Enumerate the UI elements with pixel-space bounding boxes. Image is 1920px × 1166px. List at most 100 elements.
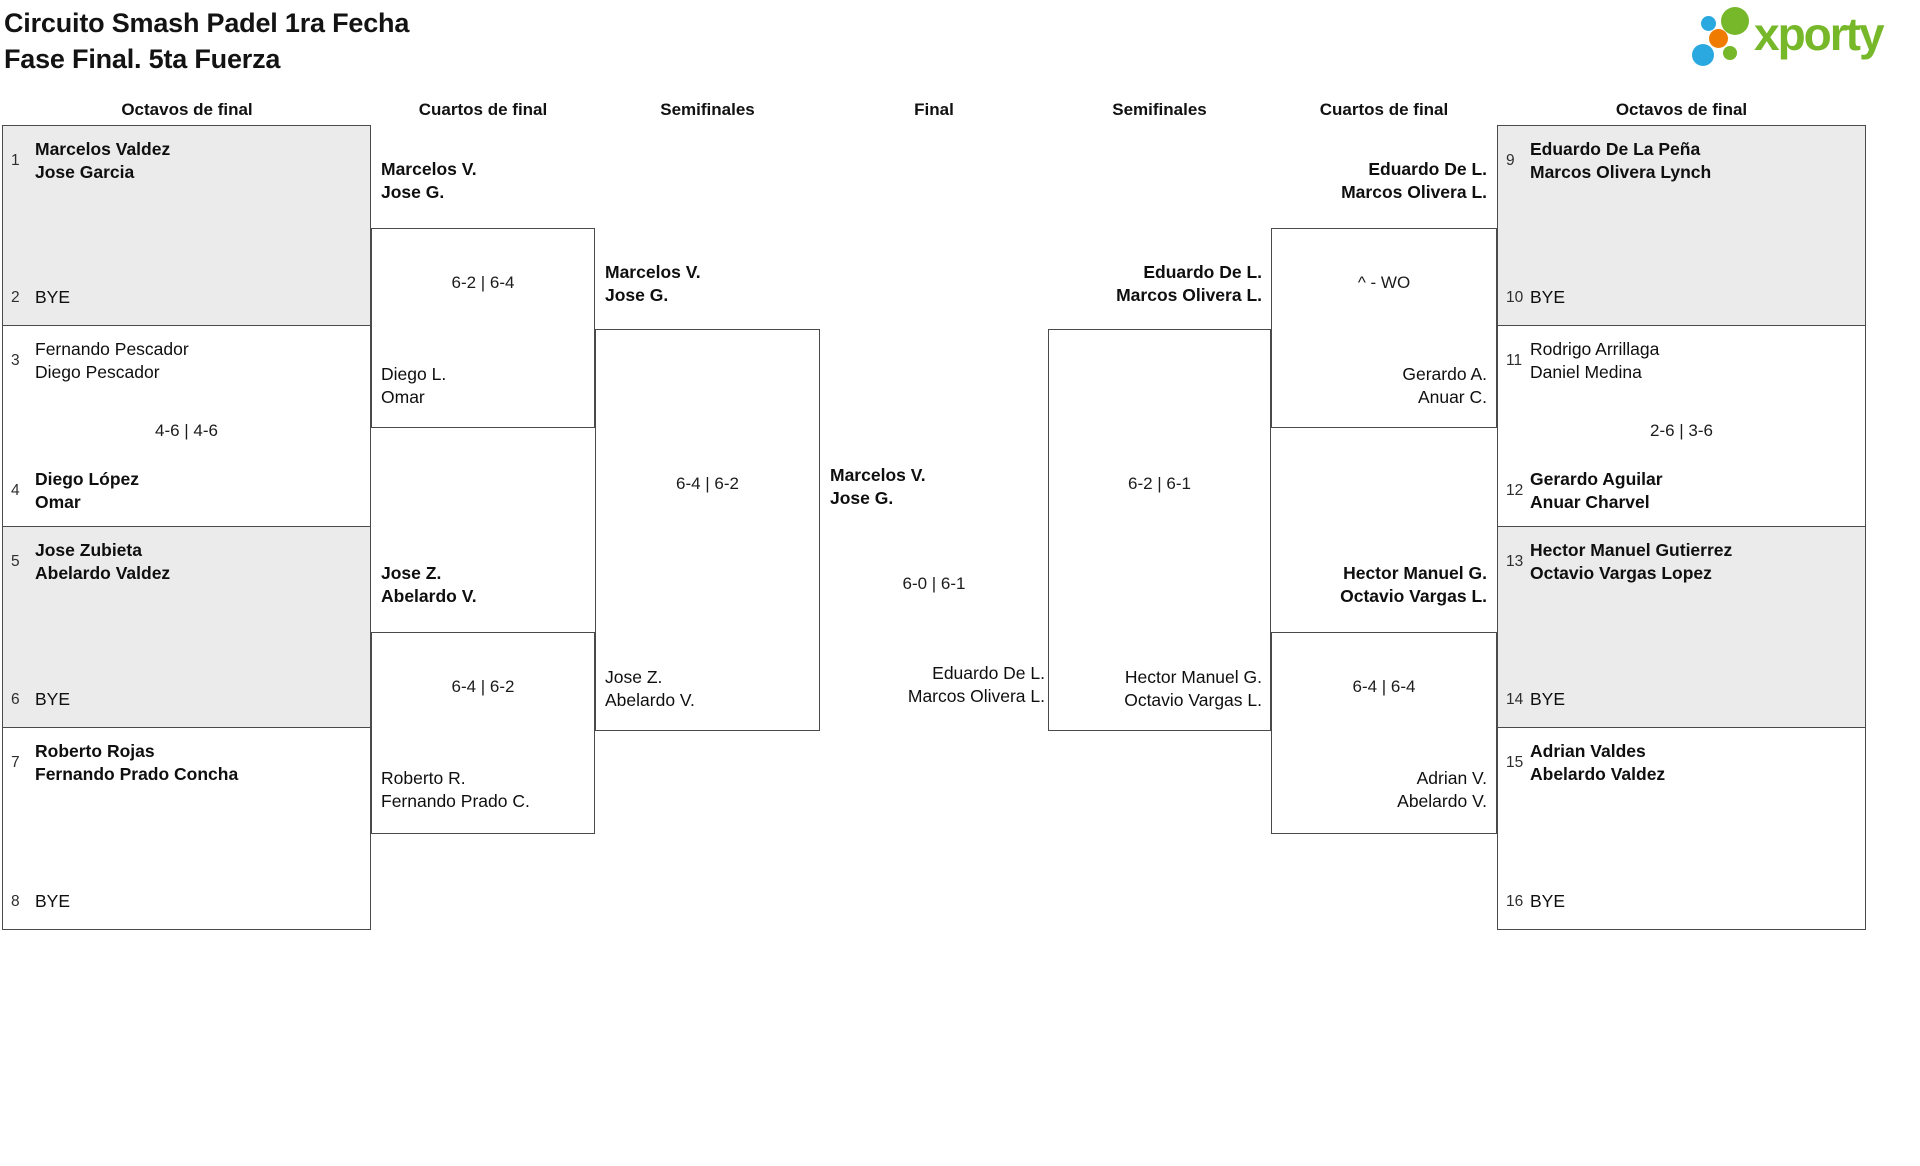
page-title: Circuito Smash Padel 1ra Fecha Fase Fina… [4,5,409,77]
team-entry: Marcelos V. Jose G. [830,464,926,510]
team-player: Anuar C. [1417,387,1487,407]
team-player: Marcelos Valdez [35,139,171,159]
round-header-cuartos-right: Cuartos de final [1319,100,1449,119]
match-box-octavos-1: 1 Marcelos Valdez Jose Garcia 2 BYE [2,125,371,326]
round-header-octavos-left: Octavos de final [121,100,253,119]
team-player: Eduardo De L. [1368,159,1487,179]
round-header-final: Final [914,100,954,119]
team-entry: Hector Manuel G. Octavio Vargas L. [1038,666,1262,712]
team-entry: Marcelos V. Jose G. [605,261,701,307]
team-player: Octavio Vargas L. [1340,586,1487,606]
team-player: Marcos Olivera L. [907,686,1045,706]
team-player: Marcos Olivera L. [1341,182,1487,202]
seed-number: 2 [11,288,20,306]
team-entry: 6 BYE [11,688,70,711]
match-score: 4-6 | 4-6 [154,421,218,440]
bye-label: BYE [35,891,71,911]
team-entry: 13 Hector Manuel Gutierrez Octavio Varga… [1506,539,1732,585]
team-player: Hector Manuel Gutierrez [1530,540,1733,560]
team-player: Jose Z. [605,667,663,687]
bye-label: BYE [35,689,71,709]
team-player: Daniel Medina [1530,362,1642,382]
team-entry: Eduardo De L. Marcos Olivera L. [1038,261,1262,307]
seed-number: 11 [1506,352,1523,369]
team-entry: Roberto R. Fernando Prado C. [381,767,530,813]
team-player: Roberto Rojas [35,741,155,761]
team-entry: Gerardo A. Anuar C. [1263,363,1487,409]
team-player: Jose G. [830,488,894,508]
team-player: Omar [35,492,81,512]
team-player: Abelardo V. [381,586,477,606]
seed-number: 1 [11,152,20,169]
seed-number: 14 [1506,690,1524,708]
team-entry: 4 Diego López Omar [11,468,139,514]
match-box-octavos-13: 13 Hector Manuel Gutierrez Octavio Varga… [1497,526,1866,728]
team-player: Marcelos V. [381,159,477,179]
team-entry: Adrian V. Abelardo V. [1263,767,1487,813]
bye-label: BYE [1530,287,1566,307]
match-box-octavos-15: 15 Adrian Valdes Abelardo Valdez 16 BYE [1497,727,1866,930]
team-entry: 2 BYE [11,286,70,309]
match-score: 6-2 | 6-4 [451,273,515,292]
team-player: Eduardo De L. [932,663,1045,683]
match-score: 6-4 | 6-2 [675,474,739,493]
seed-number: 5 [11,553,20,570]
team-player: Jose Z. [381,563,442,583]
seed-number: 16 [1506,892,1524,910]
team-player: Marcos Olivera L. [1116,285,1262,305]
bye-label: BYE [1530,891,1566,911]
bye-label: BYE [1530,689,1566,709]
team-player: Abelardo V. [1397,791,1487,811]
match-box-semifinal-left: 6-4 | 6-2 [595,329,820,731]
seed-number: 9 [1506,152,1515,169]
seed-number: 6 [11,690,20,708]
team-entry: Diego L. Omar [381,363,446,409]
seed-number: 15 [1506,754,1524,771]
team-entry: Hector Manuel G. Octavio Vargas L. [1263,562,1487,608]
team-player: Abelardo Valdez [1530,764,1666,784]
team-player: Fernando Prado C. [381,791,530,811]
match-box-cuartos-right-1: ^ - WO [1271,228,1497,428]
match-box-octavos-2: 3 Fernando Pescador Diego Pescador 4-6 |… [2,325,371,527]
team-player: Anuar Charvel [1530,492,1650,512]
match-box-semifinal-right: 6-2 | 6-1 [1048,329,1271,731]
seed-number: 12 [1506,482,1524,499]
seed-number: 10 [1506,288,1524,306]
team-player: Jose G. [605,285,669,305]
team-player: Marcelos V. [830,465,926,485]
team-entry: 5 Jose Zubieta Abelardo Valdez [11,539,170,585]
team-player: Octavio Vargas L. [1124,690,1262,710]
match-score: 6-4 | 6-2 [451,677,515,696]
round-header-cuartos-left: Cuartos de final [418,100,548,119]
team-player: Abelardo Valdez [35,563,171,583]
team-entry: Eduardo De L. Marcos Olivera L. [1263,158,1487,204]
logo-wordmark: xporty [1754,8,1885,60]
round-header-octavos-right: Octavos de final [1615,100,1748,119]
team-player: Marcos Olivera Lynch [1530,162,1712,182]
team-player: Omar [381,387,425,407]
round-header-semis-right: Semifinales [1112,100,1207,119]
match-score: 2-6 | 3-6 [1649,421,1713,440]
team-player: Abelardo V. [605,690,695,710]
team-entry: Marcelos V. Jose G. [381,158,477,204]
seed-number: 7 [11,754,20,771]
team-player: Gerardo A. [1402,364,1487,384]
logo-dot-blue-small-icon [1701,16,1716,31]
xporty-logo[interactable]: xporty [1690,3,1915,79]
tournament-title: Circuito Smash Padel 1ra Fecha [4,8,410,38]
bye-label: BYE [35,287,71,307]
team-entry: Jose Z. Abelardo V. [605,666,695,712]
team-player: Jose G. [381,182,445,202]
team-player: Fernando Pescador [35,339,189,359]
team-player: Jose Garcia [35,162,135,182]
team-entry: 10 BYE [1506,286,1565,309]
team-player: Marcelos V. [605,262,701,282]
seed-number: 13 [1506,553,1524,570]
match-score: ^ - WO [1357,273,1411,292]
logo-dot-orange-icon [1709,29,1728,48]
tournament-subtitle: Fase Final. 5ta Fuerza [4,44,281,74]
match-box-octavos-9: 9 Eduardo De La Peña Marcos Olivera Lync… [1497,125,1866,326]
team-entry: 14 BYE [1506,688,1565,711]
team-player: Diego Pescador [35,362,160,382]
seed-number: 4 [11,482,20,499]
